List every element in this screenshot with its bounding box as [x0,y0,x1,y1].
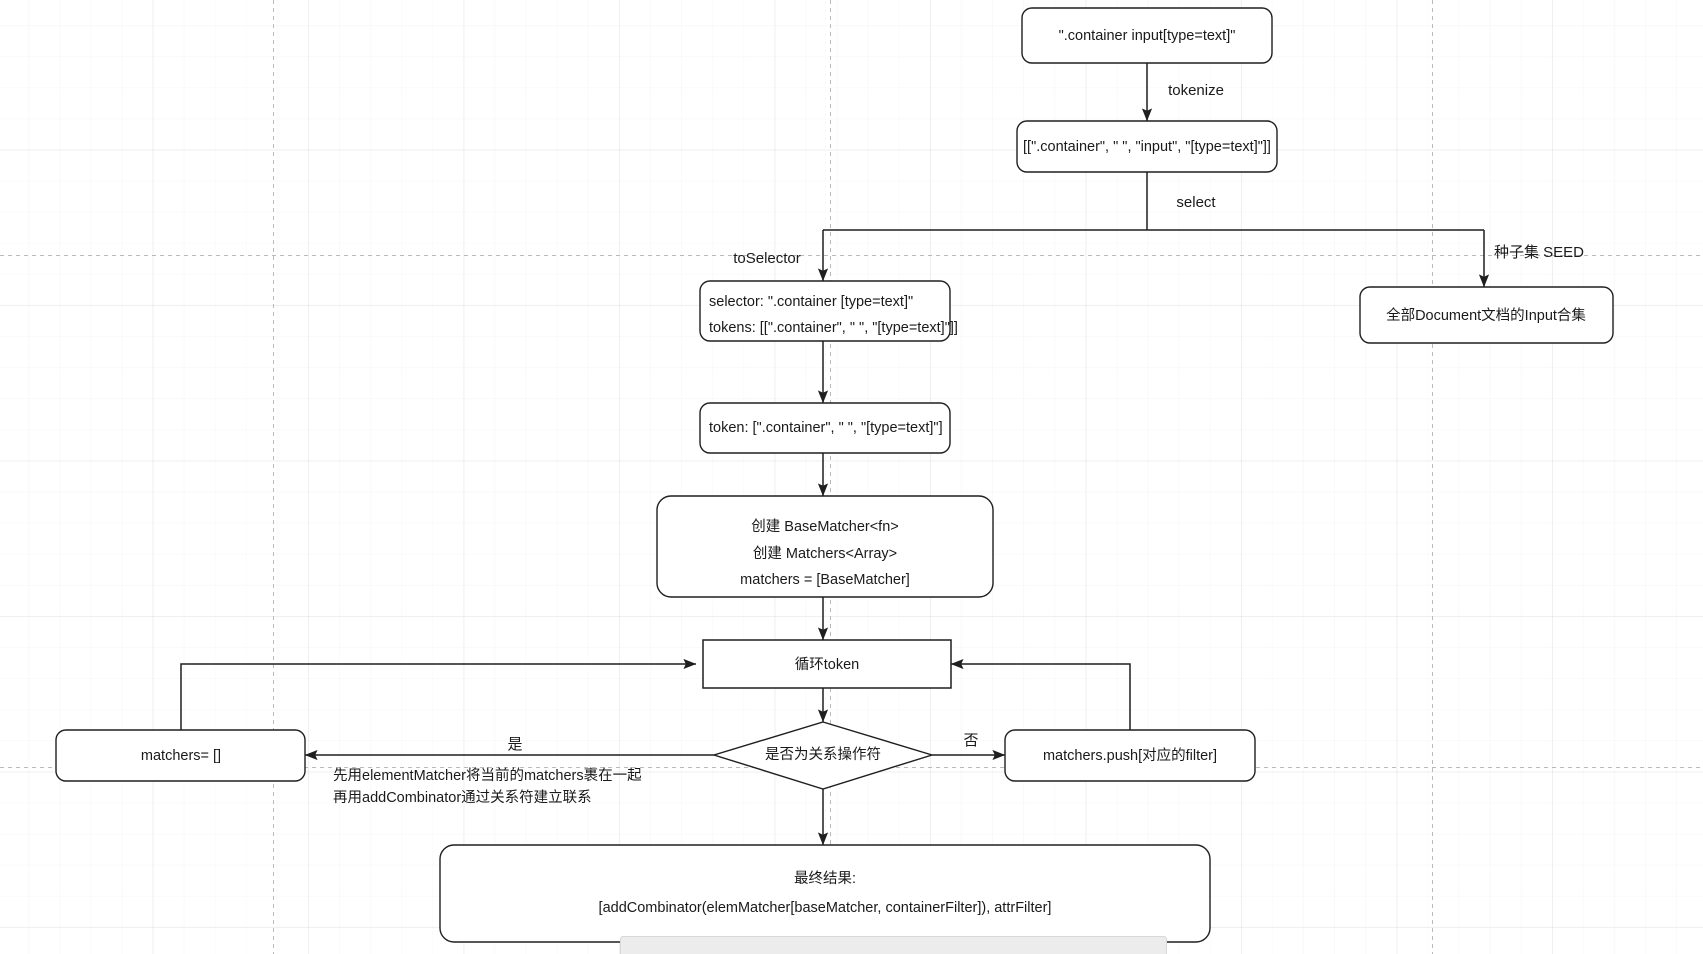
edge-reset-loopback [180,658,697,730]
node-loop-token-label: 循环token [795,656,859,673]
node-matchers-reset-label: matchers= [] [141,748,221,764]
node-selector-string-label: ".container input[type=text]" [1059,28,1236,44]
edge-label-tokenize: tokenize [1168,82,1224,99]
node-selector-object-line2: tokens: [[".container", " ", "[type=text… [709,320,958,336]
annotation-line2: 再用addCombinator通过关系符建立联系 [333,789,592,806]
annotation-combinator-note: 先用elementMatcher将当前的matchers裹在一起 再用addCo… [333,767,642,806]
node-final-result-line1: 最终结果: [794,870,856,887]
annotation-line1: 先用elementMatcher将当前的matchers裹在一起 [333,767,642,784]
edges [180,63,1490,846]
node-matchers-push[interactable]: matchers.push[对应的filter] [1004,729,1256,782]
bottom-panel-strip [620,936,1167,954]
node-seed-set-label: 全部Document文档的Input合集 [1386,306,1586,324]
node-token[interactable]: token: [".container", " ", "[type=text]"… [699,402,951,454]
node-selector-object-line1: selector: ".container [type=text]" [709,294,913,310]
node-decision-label: 是否为关系操作符 [765,746,881,763]
node-decision[interactable]: 是否为关系操作符 [711,721,935,790]
edge-label-no: 否 [963,732,978,749]
edge-label-yes: 是 [507,736,522,753]
node-create-matchers-line2: 创建 Matchers<Array> [753,545,897,562]
node-final-result-line2: [addCombinator(elemMatcher[baseMatcher, … [599,900,1052,916]
node-selector-string[interactable]: ".container input[type=text]" [1021,7,1273,64]
node-create-matchers[interactable]: 创建 BaseMatcher<fn> 创建 Matchers<Array> ma… [656,495,994,598]
node-seed-set[interactable]: 全部Document文档的Input合集 [1359,286,1614,344]
node-token-label: token: [".container", " ", "[type=text]"… [709,420,943,436]
node-create-matchers-line1: 创建 BaseMatcher<fn> [751,518,899,535]
edge-label-seed: 种子集 SEED [1494,244,1584,261]
node-final-result[interactable]: 最终结果: [addCombinator(elemMatcher[baseMat… [439,844,1211,943]
edge-labels: tokenize select toSelector 种子集 SEED 是 否 [507,82,1584,753]
node-selector-object[interactable]: selector: ".container [type=text]" token… [699,280,958,342]
node-tokens[interactable]: [[".container", " ", "input", "[type=tex… [1016,120,1278,173]
edge-label-select: select [1176,194,1216,211]
node-loop-token[interactable]: 循环token [702,639,952,689]
edge-push-loopback [950,658,1131,730]
node-create-matchers-line3: matchers = [BaseMatcher] [740,572,910,588]
node-matchers-reset[interactable]: matchers= [] [55,729,306,782]
edge-label-to-selector: toSelector [733,250,801,267]
node-matchers-push-label: matchers.push[对应的filter] [1043,746,1217,764]
node-tokens-label: [[".container", " ", "input", "[type=tex… [1023,139,1271,155]
